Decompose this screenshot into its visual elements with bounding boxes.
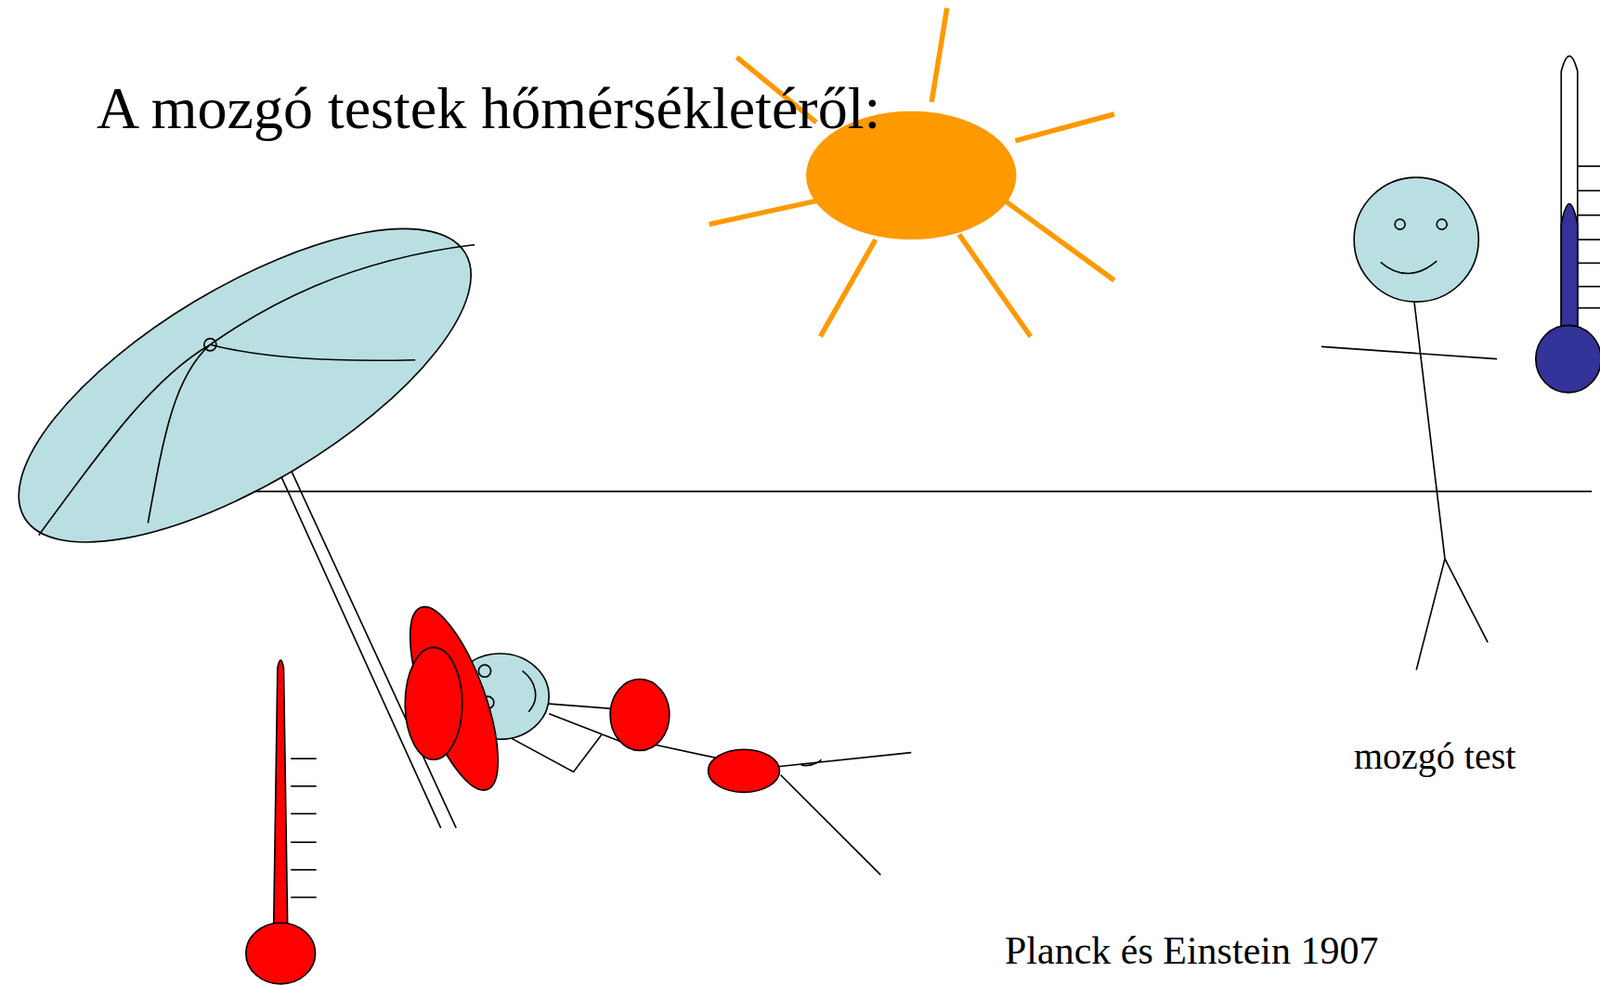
citation-note: Planck és Einstein 1907	[1004, 928, 1379, 974]
cold-thermometer	[1535, 55, 1600, 392]
moving-person	[1321, 177, 1497, 671]
hot-thermometer	[246, 660, 317, 985]
horizon-line	[234, 491, 1592, 494]
figure-label: mozgó test	[1353, 735, 1516, 779]
sunbathing-person	[391, 597, 911, 875]
sun	[709, 8, 1115, 338]
umbrella	[0, 169, 516, 602]
slide-title: A mozgó testek hőmérsékletéről:	[96, 74, 881, 144]
